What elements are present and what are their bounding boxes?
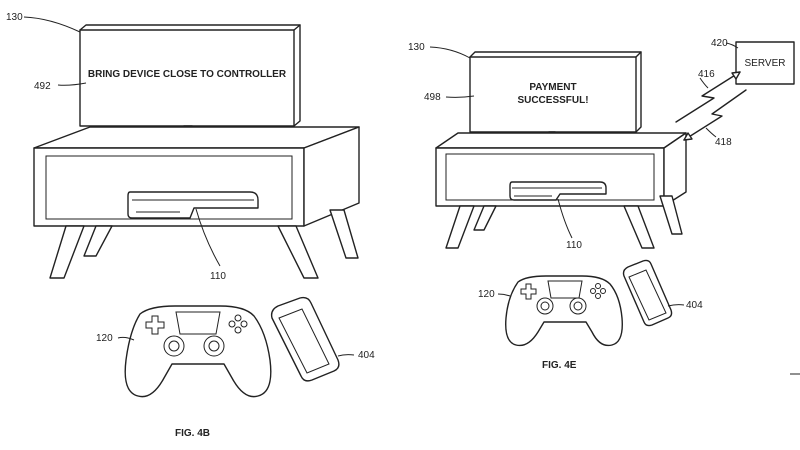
fig-4b-leader-492 [57,82,87,86]
fig-4e-ref-120: 120 [478,289,495,300]
fig-4e-console [509,181,607,201]
fig-4b-ref-404: 404 [358,350,375,361]
fig-4e-leader-110 [557,198,573,239]
fig-4e-ref-416: 416 [698,69,715,80]
fig-4e-ref-404: 404 [686,300,703,311]
fig-4b-phone [270,296,340,382]
fig-4e-ref-110: 110 [566,240,582,251]
fig-4e-leader-498 [445,95,475,98]
fig-4b-label: FIG. 4B [175,428,210,439]
fig-4e-leader-418 [705,127,717,138]
fig-4e-ref-420: 420 [711,38,728,49]
fig-4e-screen-line1: PAYMENT [529,82,576,93]
fig-4e-tv [469,51,642,149]
fig-4e-server [735,41,795,85]
fig-4b-ref-120: 120 [96,333,113,344]
fig-4b-leader-130 [23,16,81,33]
fig-4b-ref-492: 492 [34,81,51,92]
fig-4b-screen-text: BRING DEVICE CLOSE TO CONTROLLER [88,69,287,80]
fig-4e-leader-416 [699,77,709,89]
fig-4e-screen-line2: SUCCESSFUL! [517,95,588,106]
fig-4b-leader-404 [337,354,355,357]
fig-4b-controller [124,305,272,398]
fig-4b-ref-130: 130 [6,12,23,23]
fig-4e-ref-418: 418 [715,137,732,148]
fig-4e-ref-130: 130 [408,42,425,53]
fig-4b-console [127,191,259,219]
fig-4e-leader-130 [429,46,471,59]
fig-4e-leader-120 [497,293,511,297]
fig-4e-signal-arrows [675,71,747,141]
fig-4b-leader-110 [195,208,221,267]
fig-4b-leader-120 [117,336,135,341]
fig-4e-server-label: SERVER [745,58,786,69]
fig-4e-leader-420 [725,42,739,49]
fig-4e-controller [505,275,623,347]
fig-4e-ref-498: 498 [424,92,441,103]
fig-4b-ref-110: 110 [210,271,226,282]
fig-4e-leader-404 [667,304,685,307]
fig-4e-label: FIG. 4E [542,360,577,371]
fig-4e-phone [622,259,673,327]
